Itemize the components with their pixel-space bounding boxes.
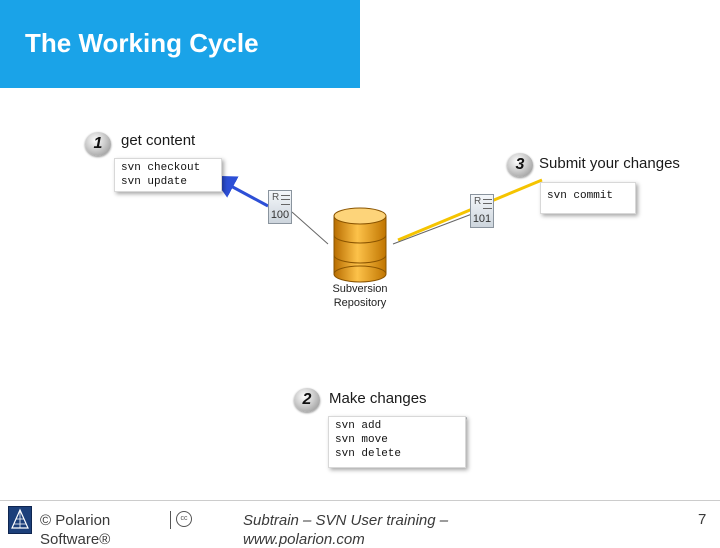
revision-100-letter: R (272, 192, 280, 203)
footer-separator (170, 511, 171, 529)
repository-label: Subversion Repository (315, 282, 405, 310)
step-3-badge: 3 (507, 153, 533, 177)
revision-101-number: 101 (472, 213, 492, 225)
step-2-badge: 2 (294, 388, 320, 412)
page-number: 7 (698, 511, 707, 528)
command-checkout: svn checkout (121, 162, 201, 174)
creative-commons-icon: cc (176, 511, 192, 527)
repository-database-icon (333, 207, 387, 283)
page-title: The Working Cycle (25, 28, 259, 58)
step-1-title: get content (121, 132, 196, 149)
revision-100-icon: R 100 (268, 190, 292, 224)
command-add: svn add (335, 420, 382, 432)
revision-101-letter: R (474, 196, 482, 207)
footer-course-line1: Subtrain – SVN User training – (243, 512, 449, 529)
footer-copyright-line1: © Polarion (40, 512, 111, 529)
repository-label-line2: Repository (333, 297, 387, 309)
update-connector-line (211, 175, 269, 208)
command-update: svn update (121, 176, 188, 188)
command-delete: svn delete (335, 448, 402, 460)
step-3-title: Submit your changes (539, 155, 680, 172)
repository-label-line1: Subversion (332, 283, 388, 295)
rev-101-leader (392, 213, 473, 245)
change-command-box: svn add svn move svn delete (328, 416, 466, 468)
revision-101-icon: R 101 (470, 194, 494, 228)
commit-command-box: svn commit (540, 182, 636, 214)
revision-101-lines (483, 199, 492, 209)
command-commit: svn commit (547, 190, 614, 202)
step-1-badge: 1 (85, 132, 111, 156)
step-2-title: Make changes (329, 390, 427, 407)
title-bar: The Working Cycle (0, 0, 360, 88)
rev-100-leader (291, 211, 329, 245)
footer-divider (0, 500, 720, 501)
revision-100-lines (281, 195, 290, 205)
command-move: svn move (335, 434, 388, 446)
polarion-logo-icon (8, 506, 32, 534)
checkout-command-box: svn checkout svn update (114, 158, 222, 192)
revision-100-number: 100 (270, 209, 290, 221)
